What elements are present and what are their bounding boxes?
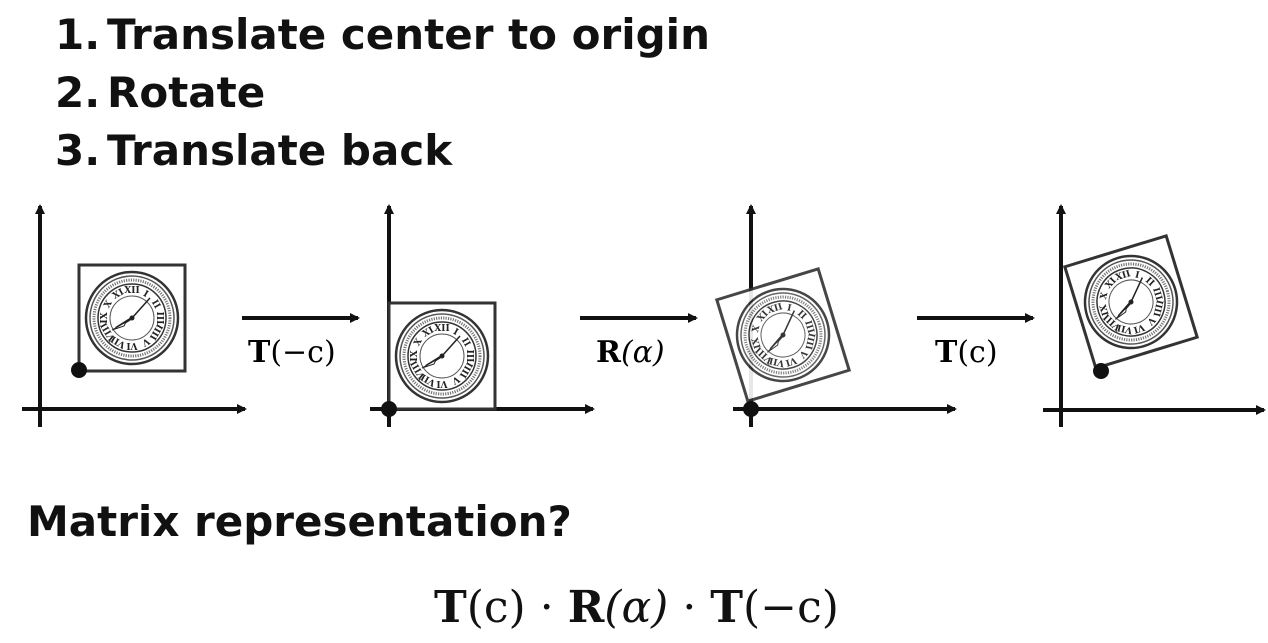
panel-original xyxy=(22,204,247,427)
transform-label: R(α) xyxy=(596,335,665,370)
corner-dot xyxy=(381,401,397,417)
clock-box xyxy=(77,263,187,373)
transform-label: T(−c) xyxy=(248,335,336,370)
panel-rotated xyxy=(714,204,957,427)
step-item: 1.Translate center to origin xyxy=(55,6,710,64)
corner-dot xyxy=(1093,363,1109,379)
step-label: Translate back xyxy=(107,126,453,175)
clock-box xyxy=(1062,233,1200,371)
steps-list: 1.Translate center to origin 2.Rotate 3.… xyxy=(55,6,710,180)
panel-translated xyxy=(370,204,595,427)
transform-arrow-3: T(c) xyxy=(917,313,1035,370)
step-number: 2. xyxy=(55,68,101,117)
transform-diagram: XIIIIIIIIIIIIVVIVIIVIIIIXXXI T(−c) xyxy=(22,204,1266,427)
step-item: 3.Translate back xyxy=(55,122,710,180)
corner-dot xyxy=(71,362,87,378)
step-number: 1. xyxy=(55,10,101,59)
clock-box xyxy=(714,266,852,404)
clock-box xyxy=(387,301,497,411)
corner-dot xyxy=(743,401,759,417)
matrix-formula: T(c) · R(α) · T(−c) xyxy=(434,582,839,633)
step-item: 2.Rotate xyxy=(55,64,710,122)
step-number: 3. xyxy=(55,126,101,175)
step-label: Rotate xyxy=(107,68,266,117)
step-label: Translate center to origin xyxy=(107,10,710,59)
transform-arrow-2: R(α) xyxy=(580,313,698,370)
transform-label: T(c) xyxy=(935,335,998,370)
panel-translated-back xyxy=(1043,204,1266,427)
question-heading: Matrix representation? xyxy=(27,497,572,546)
transform-arrow-1: T(−c) xyxy=(242,313,360,370)
